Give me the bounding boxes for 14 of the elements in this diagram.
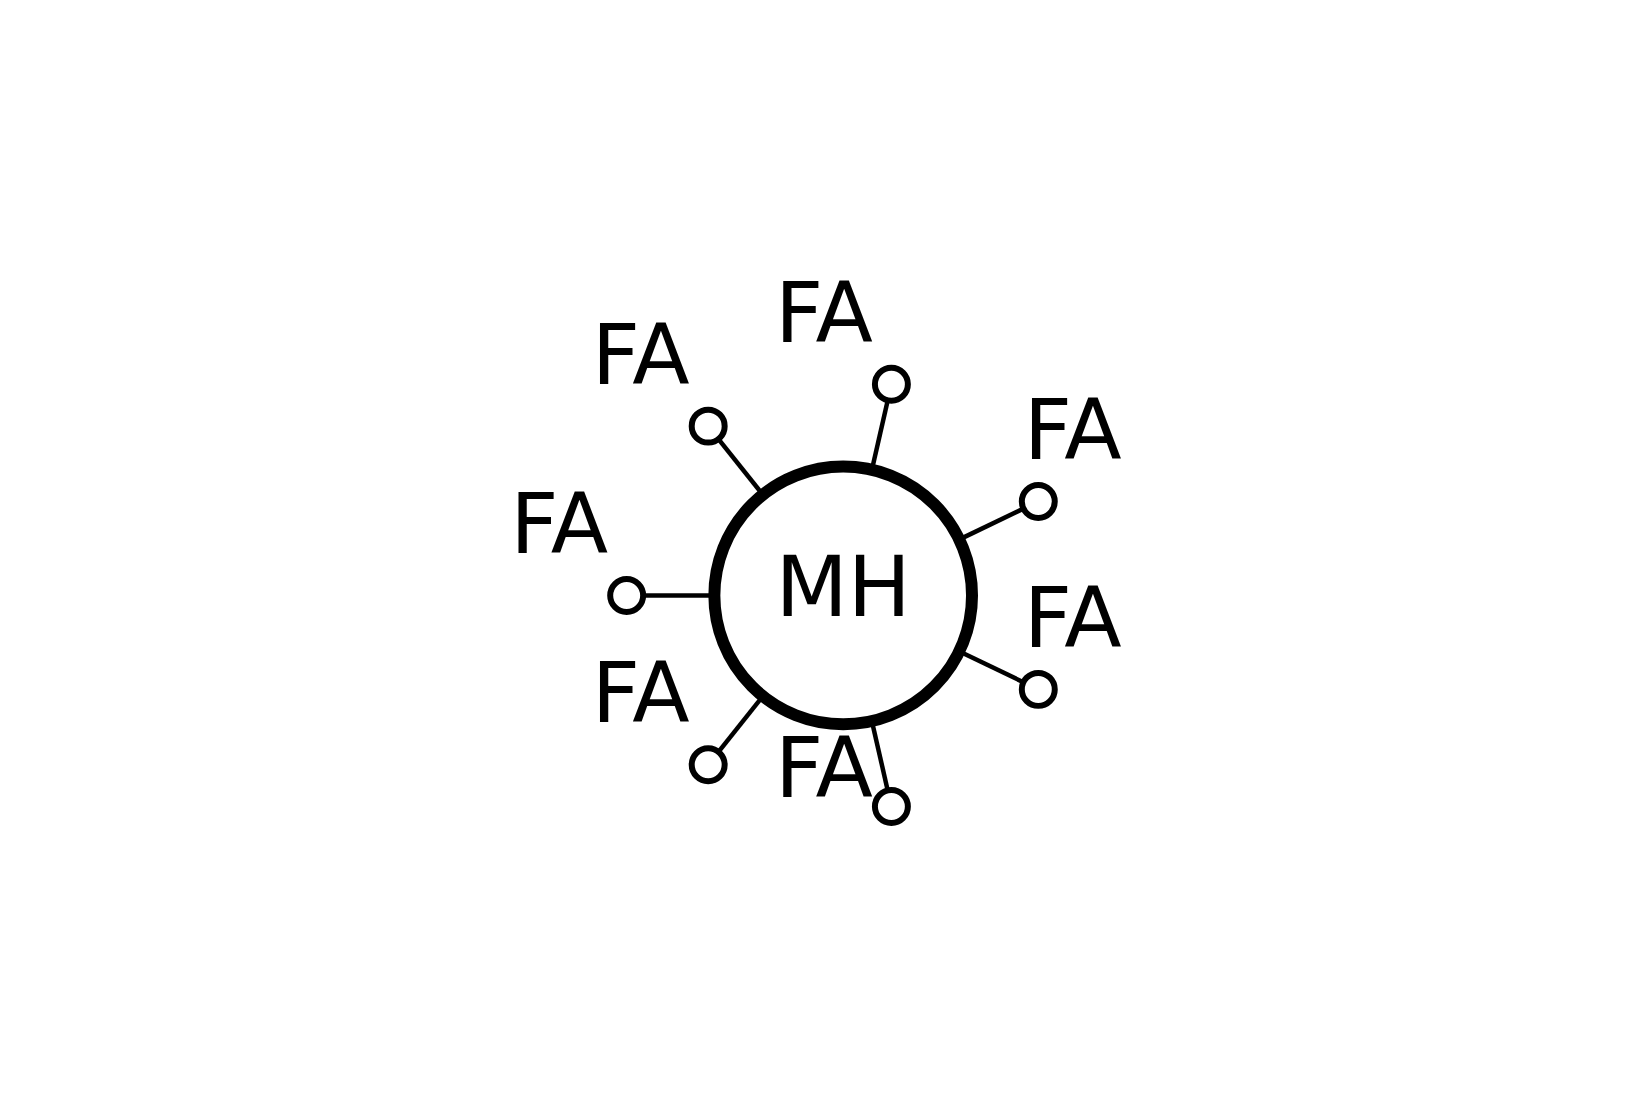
node-label: FA [510, 474, 609, 573]
node-label: FA [591, 643, 690, 742]
node-label: FA [775, 263, 873, 362]
node-circle: MH [708, 460, 978, 730]
node-circle [1018, 669, 1058, 709]
node-circle [688, 744, 728, 784]
node-label: FA [591, 305, 690, 404]
node-circle [1018, 481, 1058, 521]
node-circle [871, 786, 911, 826]
node-circle [871, 364, 911, 404]
node-circle [607, 575, 647, 615]
node-label: FA [1023, 568, 1122, 667]
node-label: FA [1023, 380, 1122, 479]
node-circle [688, 406, 728, 446]
